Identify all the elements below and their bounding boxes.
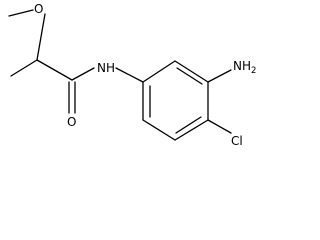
bond-methyl-o: [8, 9, 34, 17]
bond-ch-methyl: [10, 59, 38, 77]
ring-bond-1-2: [142, 60, 176, 83]
ring-bond-2-3: [174, 60, 209, 83]
atom-chlorine: Cl: [231, 134, 243, 148]
ring-double-inner-a: [176, 67, 203, 85]
ring-double-inner-b: [175, 116, 202, 134]
bond-ring-cl: [207, 119, 232, 134]
bond-carbonyl-nh: [71, 67, 95, 81]
bond-layer: [8, 9, 232, 141]
atom-amine-nitrogen: N: [233, 59, 242, 73]
atom-carbonyl-oxygen: O: [67, 115, 76, 129]
bond-ring-nh2: [207, 69, 232, 83]
bond-nh-ring: [115, 67, 144, 83]
atom-amide-hydrogen: H: [106, 61, 115, 75]
bond-ch-carbonyl: [36, 59, 73, 81]
ring-bond-4-5: [174, 119, 209, 141]
atom-amide-nitrogen: N: [97, 61, 106, 75]
atom-methoxy-oxygen: O: [34, 2, 43, 16]
bond-o-ch: [36, 13, 46, 61]
molecule-structure: O N H O N H 2 Cl: [8, 2, 256, 148]
ring-bond-5-6: [142, 119, 176, 141]
atom-labels: O N H O N H 2 Cl: [34, 2, 256, 148]
atom-amine-h-count: 2: [251, 66, 256, 76]
atom-amine-hydrogen: H: [242, 59, 251, 73]
